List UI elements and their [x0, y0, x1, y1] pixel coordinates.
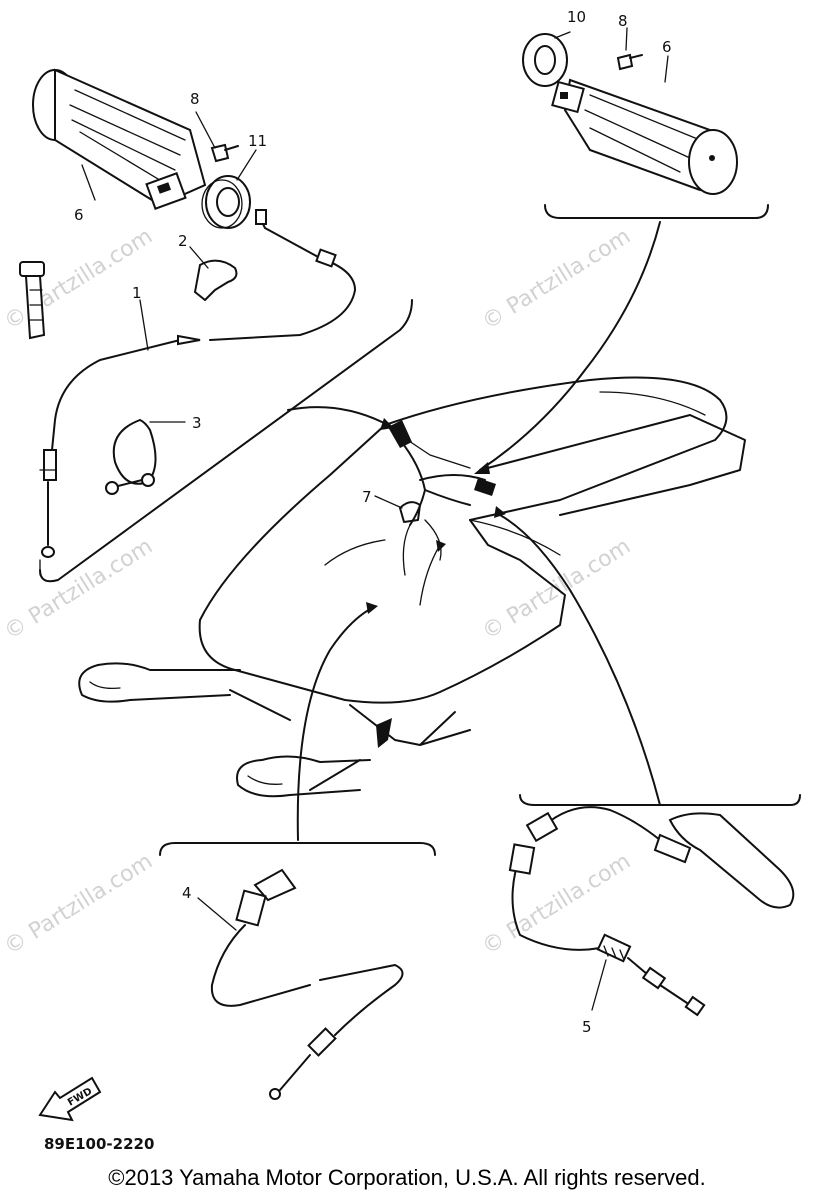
fwd-arrow: FWD — [38, 1076, 102, 1122]
right-inset-border — [544, 204, 769, 219]
callout-11: 11 — [248, 132, 267, 150]
callout-8-right: 8 — [618, 12, 628, 30]
watermark-text: © Partzilla.com — [478, 224, 635, 335]
callout-numbers: 8 11 6 2 1 3 7 10 8 6 4 5 — [74, 8, 672, 1036]
callout-7: 7 — [362, 488, 372, 506]
left-ring-part — [201, 175, 251, 229]
right-grip-part — [522, 33, 738, 195]
watermark-text: © Partzilla.com — [0, 849, 157, 960]
throttle-cable-part — [39, 209, 356, 558]
throttle-inset-border — [159, 842, 436, 856]
exploded-view-drawing: © Partzilla.com © Partzilla.com © Partzi… — [0, 8, 801, 1122]
callout-3: 3 — [192, 414, 202, 432]
watermark-text: © Partzilla.com — [0, 224, 157, 335]
drawing-code: 89E100-2220 — [44, 1135, 155, 1153]
callout-2: 2 — [178, 232, 188, 250]
copyright-notice: ©2013 Yamaha Motor Corporation, U.S.A. A… — [108, 1165, 706, 1190]
brake-cable-assembly-part — [508, 806, 795, 1017]
callout-4: 4 — [182, 884, 192, 902]
clip-part — [194, 259, 238, 301]
left-screw-part — [210, 143, 239, 163]
callout-1: 1 — [132, 284, 142, 302]
leader-lines — [81, 27, 669, 1011]
callout-8-left: 8 — [190, 90, 200, 108]
watermarks: © Partzilla.com © Partzilla.com © Partzi… — [0, 224, 635, 960]
left-inset-border — [39, 299, 413, 583]
left-grip-part — [32, 68, 207, 210]
callout-6-left: 6 — [74, 206, 84, 224]
callout-10: 10 — [567, 8, 586, 26]
handlebar-cable-routing — [388, 420, 496, 576]
callout-6-right: 6 — [662, 38, 672, 56]
snowmobile-body — [78, 376, 746, 798]
kill-switch-part — [19, 261, 46, 340]
brake-inset-border — [519, 794, 801, 806]
band-clamp-part — [105, 419, 157, 495]
throttle-cable-assembly-part — [210, 868, 404, 1100]
callout-5: 5 — [582, 1018, 592, 1036]
watermark-text: © Partzilla.com — [0, 534, 157, 645]
reference-arrows — [287, 221, 661, 841]
